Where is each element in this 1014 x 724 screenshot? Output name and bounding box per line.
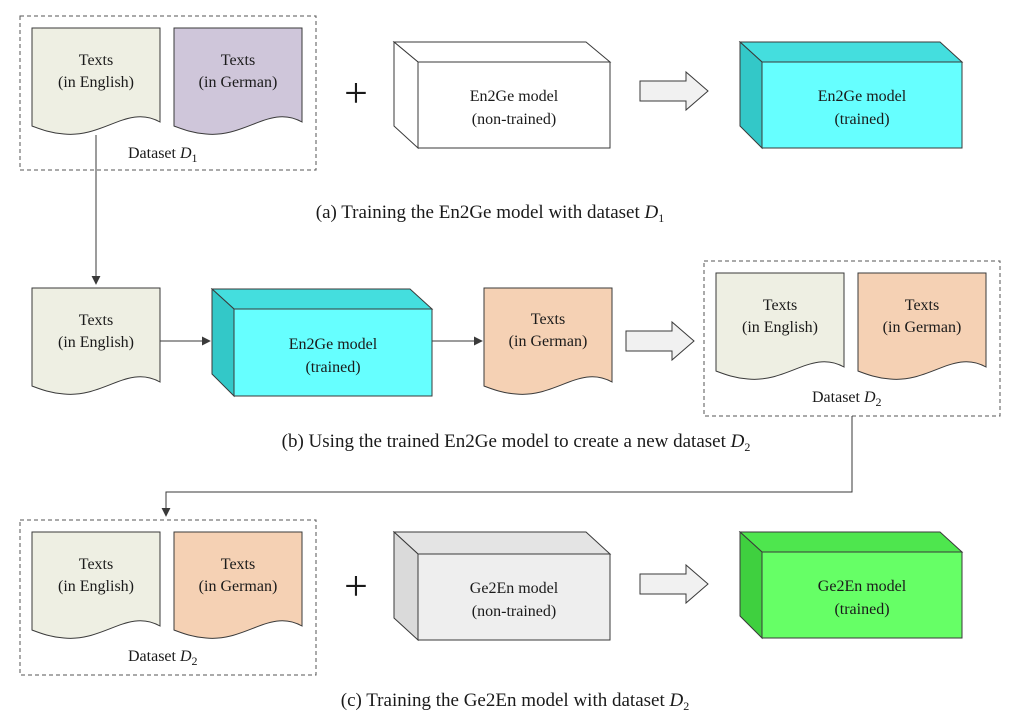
- en2ge-untrained-name: En2Ge model: [470, 88, 559, 105]
- german-doc-b-line2: (in German): [509, 333, 588, 350]
- en2ge-trained-a-name: En2Ge model: [818, 88, 907, 105]
- hollow-arrow-a: [639, 70, 709, 112]
- caption-c: (c) Training the Ge2En model with datase…: [341, 690, 689, 713]
- dataset-d1-label: Dataset D1: [128, 145, 198, 165]
- german-document-a: Texts (in German): [173, 27, 303, 135]
- en2ge-trained-b-name: En2Ge model: [289, 336, 378, 353]
- hollow-arrow-c: [639, 563, 709, 605]
- german-document-d2-b: Texts (in German): [857, 272, 987, 380]
- german-doc-a-line2: (in German): [199, 74, 278, 91]
- german-doc-c-line1: Texts: [221, 556, 255, 573]
- english-doc-d2-line2: (in English): [742, 319, 818, 336]
- german-doc-d2-line1: Texts: [905, 297, 939, 314]
- german-doc-b-line1: Texts: [531, 311, 565, 328]
- english-doc-c-line1: Texts: [79, 556, 113, 573]
- english-doc-b-line1: Texts: [79, 312, 113, 329]
- ge2en-untrained-name: Ge2En model: [470, 580, 559, 597]
- hollow-arrow-b: [625, 320, 695, 362]
- dataset-d1-box: [19, 15, 317, 171]
- english-document-a: Texts (in English): [31, 27, 161, 135]
- en2ge-trained-model-a: En2Ge model (trained): [738, 40, 964, 150]
- german-doc-c-line2: (in German): [199, 578, 278, 595]
- en2ge-trained-a-state: (trained): [834, 111, 889, 128]
- dataset-d2-label-b: Dataset D2: [812, 389, 882, 409]
- ge2en-trained-model: Ge2En model (trained): [738, 530, 964, 640]
- en2ge-untrained-state: (non-trained): [472, 111, 556, 128]
- english-document-d2-b: Texts (in English): [715, 272, 845, 380]
- en2ge-trained-b-state: (trained): [305, 359, 360, 376]
- plus-icon-c: +: [344, 564, 368, 610]
- german-document-b: Texts (in German): [483, 287, 613, 395]
- german-doc-a-line1: Texts: [221, 52, 255, 69]
- ge2en-untrained-model: Ge2En model (non-trained): [392, 530, 612, 642]
- ge2en-trained-state: (trained): [834, 601, 889, 618]
- row-a-training-en2ge: Texts (in English) Texts (in German) Dat…: [19, 15, 964, 225]
- english-doc-a-line1: Texts: [79, 52, 113, 69]
- plus-icon-a: +: [344, 71, 368, 117]
- dataset-d2-label-c: Dataset D2: [128, 648, 198, 668]
- german-doc-d2-line2: (in German): [883, 319, 962, 336]
- english-doc-c-line2: (in English): [58, 578, 134, 595]
- english-doc-a-line2: (in English): [58, 74, 134, 91]
- connector-d2-to-row-c: [161, 416, 853, 517]
- caption-a: (a) Training the En2Ge model with datase…: [316, 202, 664, 225]
- dataset-d2-box-c: [19, 519, 317, 676]
- en2ge-untrained-model: En2Ge model (non-trained): [392, 40, 612, 150]
- english-doc-d2-line1: Texts: [763, 297, 797, 314]
- en2ge-trained-model-b: En2Ge model (trained): [210, 287, 434, 398]
- german-document-c: Texts (in German): [173, 531, 303, 639]
- english-document-b: Texts (in English): [31, 287, 161, 395]
- caption-b: (b) Using the trained En2Ge model to cre…: [282, 431, 751, 454]
- english-doc-b-line2: (in English): [58, 334, 134, 351]
- row-c-training-ge2en: Texts (in English) Texts (in German) Dat…: [19, 519, 964, 713]
- english-document-c: Texts (in English): [31, 531, 161, 639]
- row-b-generate-d2: Texts (in English) En2Ge model (trained)…: [31, 260, 1001, 454]
- ge2en-untrained-state: (non-trained): [472, 603, 556, 620]
- ge2en-trained-name: Ge2En model: [818, 578, 907, 595]
